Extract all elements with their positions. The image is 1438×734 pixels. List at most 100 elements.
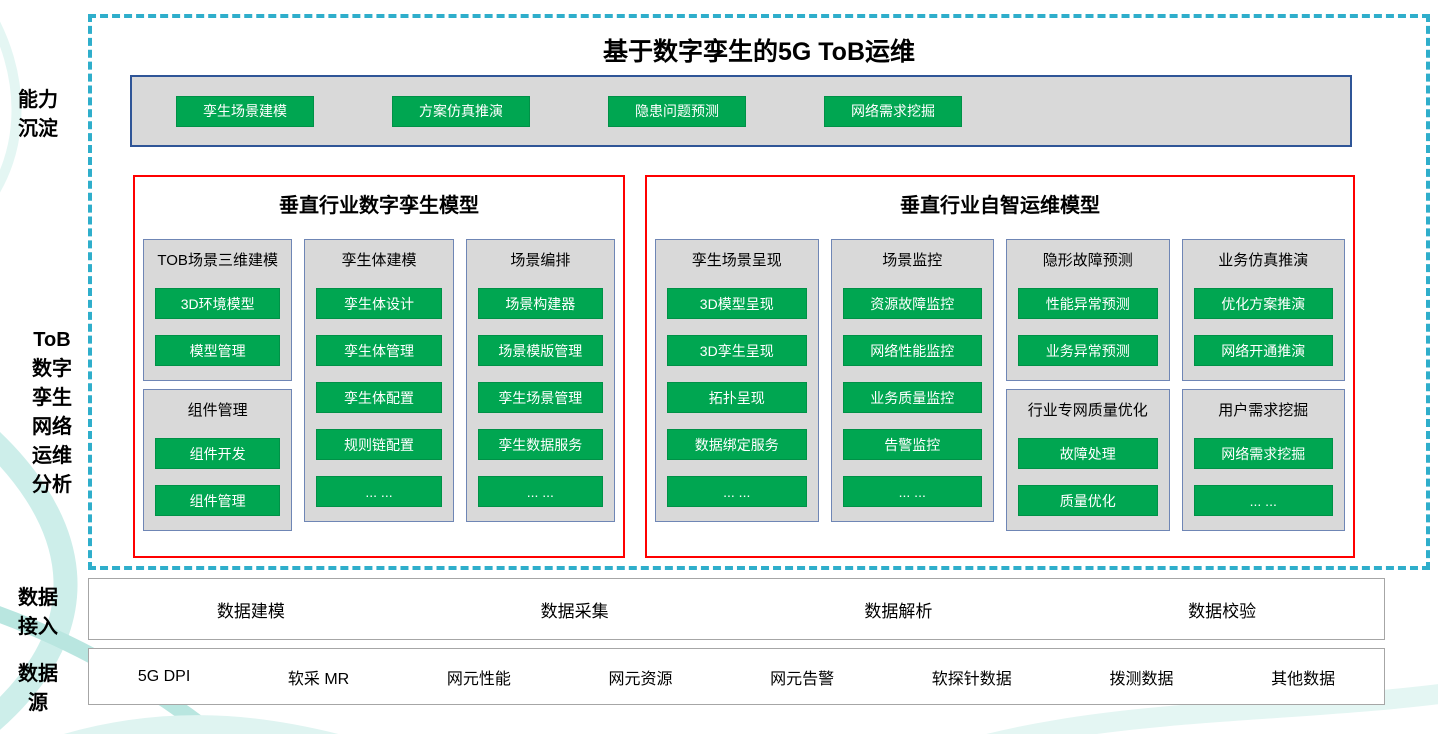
module-chip: 故障处理 — [1018, 438, 1158, 469]
side-label-line: 接入 — [18, 616, 58, 638]
module-chip: 网络开通推演 — [1193, 335, 1333, 366]
capability-chip: 孪生场景建模 — [176, 95, 314, 127]
digital-twin-boundary: 基于数字孪生的5G ToB运维 孪生场景建模 方案仿真推演 隐患问题预测 网络需… — [88, 14, 1430, 570]
capability-chip: 隐患问题预测 — [608, 95, 746, 127]
side-label-line: 源 — [28, 692, 48, 714]
module-chip: 孪生数据服务 — [477, 429, 603, 460]
module-chip: 3D模型呈现 — [667, 288, 807, 319]
data-source-item: 软探针数据 — [931, 670, 1012, 688]
module-group: 孪生体建模 孪生体设计 孪生体管理 孪生体配置 规则链配置 ... ... — [304, 239, 454, 522]
module-chip: 网络需求挖掘 — [1193, 438, 1333, 469]
module-chip: 孪生体设计 — [316, 288, 442, 319]
data-access-item: 数据采集 — [540, 601, 609, 621]
data-source-item: 网元告警 — [770, 670, 835, 688]
side-label-capability: 能力 沉淀 — [8, 86, 68, 144]
side-label-line: 孪生 — [32, 387, 72, 409]
side-label-line: 沉淀 — [18, 118, 58, 140]
panel-title: 垂直行业自智运维模型 — [900, 195, 1100, 217]
side-label-line: 网络 — [32, 416, 72, 438]
data-access-row: 数据建模 数据采集 数据解析 数据校验 — [88, 578, 1385, 640]
module-group-header: 用户需求挖掘 — [1218, 402, 1309, 419]
data-source-item: 网元性能 — [446, 670, 511, 688]
side-label-line: 数据 — [18, 663, 58, 685]
side-label-line: 分析 — [32, 474, 72, 496]
data-source-row: 5G DPI 软采 MR 网元性能 网元资源 网元告警 软探针数据 拨测数据 其… — [88, 648, 1385, 705]
module-chip: ... ... — [667, 476, 807, 507]
side-label-line: 运维 — [32, 445, 72, 467]
capability-chip: 网络需求挖掘 — [824, 95, 962, 127]
module-column: 隐形故障预测 性能异常预测 业务异常预测 行业专网质量优化 故障处理 质量优化 — [1006, 239, 1170, 531]
module-group-header: 场景编排 — [510, 252, 571, 269]
module-chip: 孪生场景管理 — [477, 382, 603, 413]
side-label-line: 能力 — [18, 89, 58, 111]
module-group: 场景监控 资源故障监控 网络性能监控 业务质量监控 告警监控 ... ... — [830, 239, 994, 522]
module-group-header: 组件管理 — [187, 402, 248, 419]
module-chip: 规则链配置 — [316, 429, 442, 460]
module-group: 组件管理 组件开发 组件管理 — [143, 389, 293, 531]
module-group: 用户需求挖掘 网络需求挖掘 ... ... — [1181, 389, 1345, 531]
module-group-header: 隐形故障预测 — [1042, 252, 1133, 269]
side-label-data-source: 数据 源 — [8, 660, 68, 718]
module-chip: 数据绑定服务 — [667, 429, 807, 460]
module-chip: 模型管理 — [155, 335, 281, 366]
module-group-header: 行业专网质量优化 — [1027, 402, 1148, 419]
side-label-line: 数据 — [18, 587, 58, 609]
module-chip: 场景模版管理 — [477, 335, 603, 366]
module-chip: 告警监控 — [842, 429, 982, 460]
side-label-tob-analysis: ToB 数字 孪生 网络 运维 分析 — [22, 326, 82, 500]
module-group-header: 孪生场景呈现 — [691, 252, 782, 269]
module-chip: 业务质量监控 — [842, 382, 982, 413]
module-group: 行业专网质量优化 故障处理 质量优化 — [1006, 389, 1170, 531]
module-chip: 组件管理 — [155, 485, 281, 516]
side-label-line: 数字 — [32, 358, 72, 380]
module-group-header: 业务仿真推演 — [1218, 252, 1309, 269]
module-column: 孪生场景呈现 3D模型呈现 3D孪生呈现 拓扑呈现 数据绑定服务 ... ... — [655, 239, 819, 522]
data-source-item: 其他数据 — [1271, 670, 1336, 688]
data-source-item: 软采 MR — [287, 670, 350, 688]
module-column: 业务仿真推演 优化方案推演 网络开通推演 用户需求挖掘 网络需求挖掘 ... .… — [1181, 239, 1345, 531]
module-column: 场景编排 场景构建器 场景模版管理 孪生场景管理 孪生数据服务 ... ... — [465, 239, 615, 522]
capability-chip: 方案仿真推演 — [392, 95, 530, 127]
data-source-item: 拨测数据 — [1109, 670, 1174, 688]
module-chip: ... ... — [316, 476, 442, 507]
module-chip: 资源故障监控 — [842, 288, 982, 319]
module-group: TOB场景三维建模 3D环境模型 模型管理 — [143, 239, 293, 381]
module-group: 业务仿真推演 优化方案推演 网络开通推演 — [1181, 239, 1345, 381]
module-group: 隐形故障预测 性能异常预测 业务异常预测 — [1006, 239, 1170, 381]
module-chip: 优化方案推演 — [1193, 288, 1333, 319]
data-access-item: 数据建模 — [216, 601, 285, 621]
side-label-data-access: 数据 接入 — [8, 584, 68, 642]
module-group-header: 场景监控 — [882, 252, 943, 269]
panel-columns: TOB场景三维建模 3D环境模型 模型管理 组件管理 组件开发 组件管理 孪生体… — [135, 239, 623, 531]
module-chip: 3D孪生呈现 — [667, 335, 807, 366]
module-chip: ... ... — [1193, 485, 1333, 516]
capability-bar: 孪生场景建模 方案仿真推演 隐患问题预测 网络需求挖掘 — [130, 75, 1352, 147]
data-access-item: 数据校验 — [1188, 601, 1257, 621]
module-chip: ... ... — [477, 476, 603, 507]
module-group-header: 孪生体建模 — [341, 252, 417, 269]
module-group: 场景编排 场景构建器 场景模版管理 孪生场景管理 孪生数据服务 ... ... — [465, 239, 615, 522]
data-access-item: 数据解析 — [864, 601, 933, 621]
twin-model-panel: 垂直行业数字孪生模型 TOB场景三维建模 3D环境模型 模型管理 组件管理 组件… — [133, 175, 625, 558]
ops-model-panel: 垂直行业自智运维模型 孪生场景呈现 3D模型呈现 3D孪生呈现 拓扑呈现 数据绑… — [645, 175, 1355, 558]
data-source-item: 5G DPI — [137, 667, 191, 685]
side-label-line: ToB — [33, 329, 71, 351]
module-group: 孪生场景呈现 3D模型呈现 3D孪生呈现 拓扑呈现 数据绑定服务 ... ... — [655, 239, 819, 522]
module-group-header: TOB场景三维建模 — [157, 252, 278, 269]
module-chip: ... ... — [842, 476, 982, 507]
module-column: 孪生体建模 孪生体设计 孪生体管理 孪生体配置 规则链配置 ... ... — [304, 239, 454, 522]
module-chip: 网络性能监控 — [842, 335, 982, 366]
module-chip: 性能异常预测 — [1018, 288, 1158, 319]
module-chip: 质量优化 — [1018, 485, 1158, 516]
diagram-title: 基于数字孪生的5G ToB运维 — [602, 38, 916, 66]
panel-title: 垂直行业数字孪生模型 — [279, 195, 479, 217]
data-source-item: 网元资源 — [608, 670, 673, 688]
module-column: 场景监控 资源故障监控 网络性能监控 业务质量监控 告警监控 ... ... — [830, 239, 994, 522]
module-chip: 孪生体配置 — [316, 382, 442, 413]
module-chip: 拓扑呈现 — [667, 382, 807, 413]
module-column: TOB场景三维建模 3D环境模型 模型管理 组件管理 组件开发 组件管理 — [143, 239, 293, 531]
module-chip: 3D环境模型 — [155, 288, 281, 319]
panel-columns: 孪生场景呈现 3D模型呈现 3D孪生呈现 拓扑呈现 数据绑定服务 ... ...… — [647, 239, 1353, 531]
module-chip: 孪生体管理 — [316, 335, 442, 366]
module-chip: 业务异常预测 — [1018, 335, 1158, 366]
